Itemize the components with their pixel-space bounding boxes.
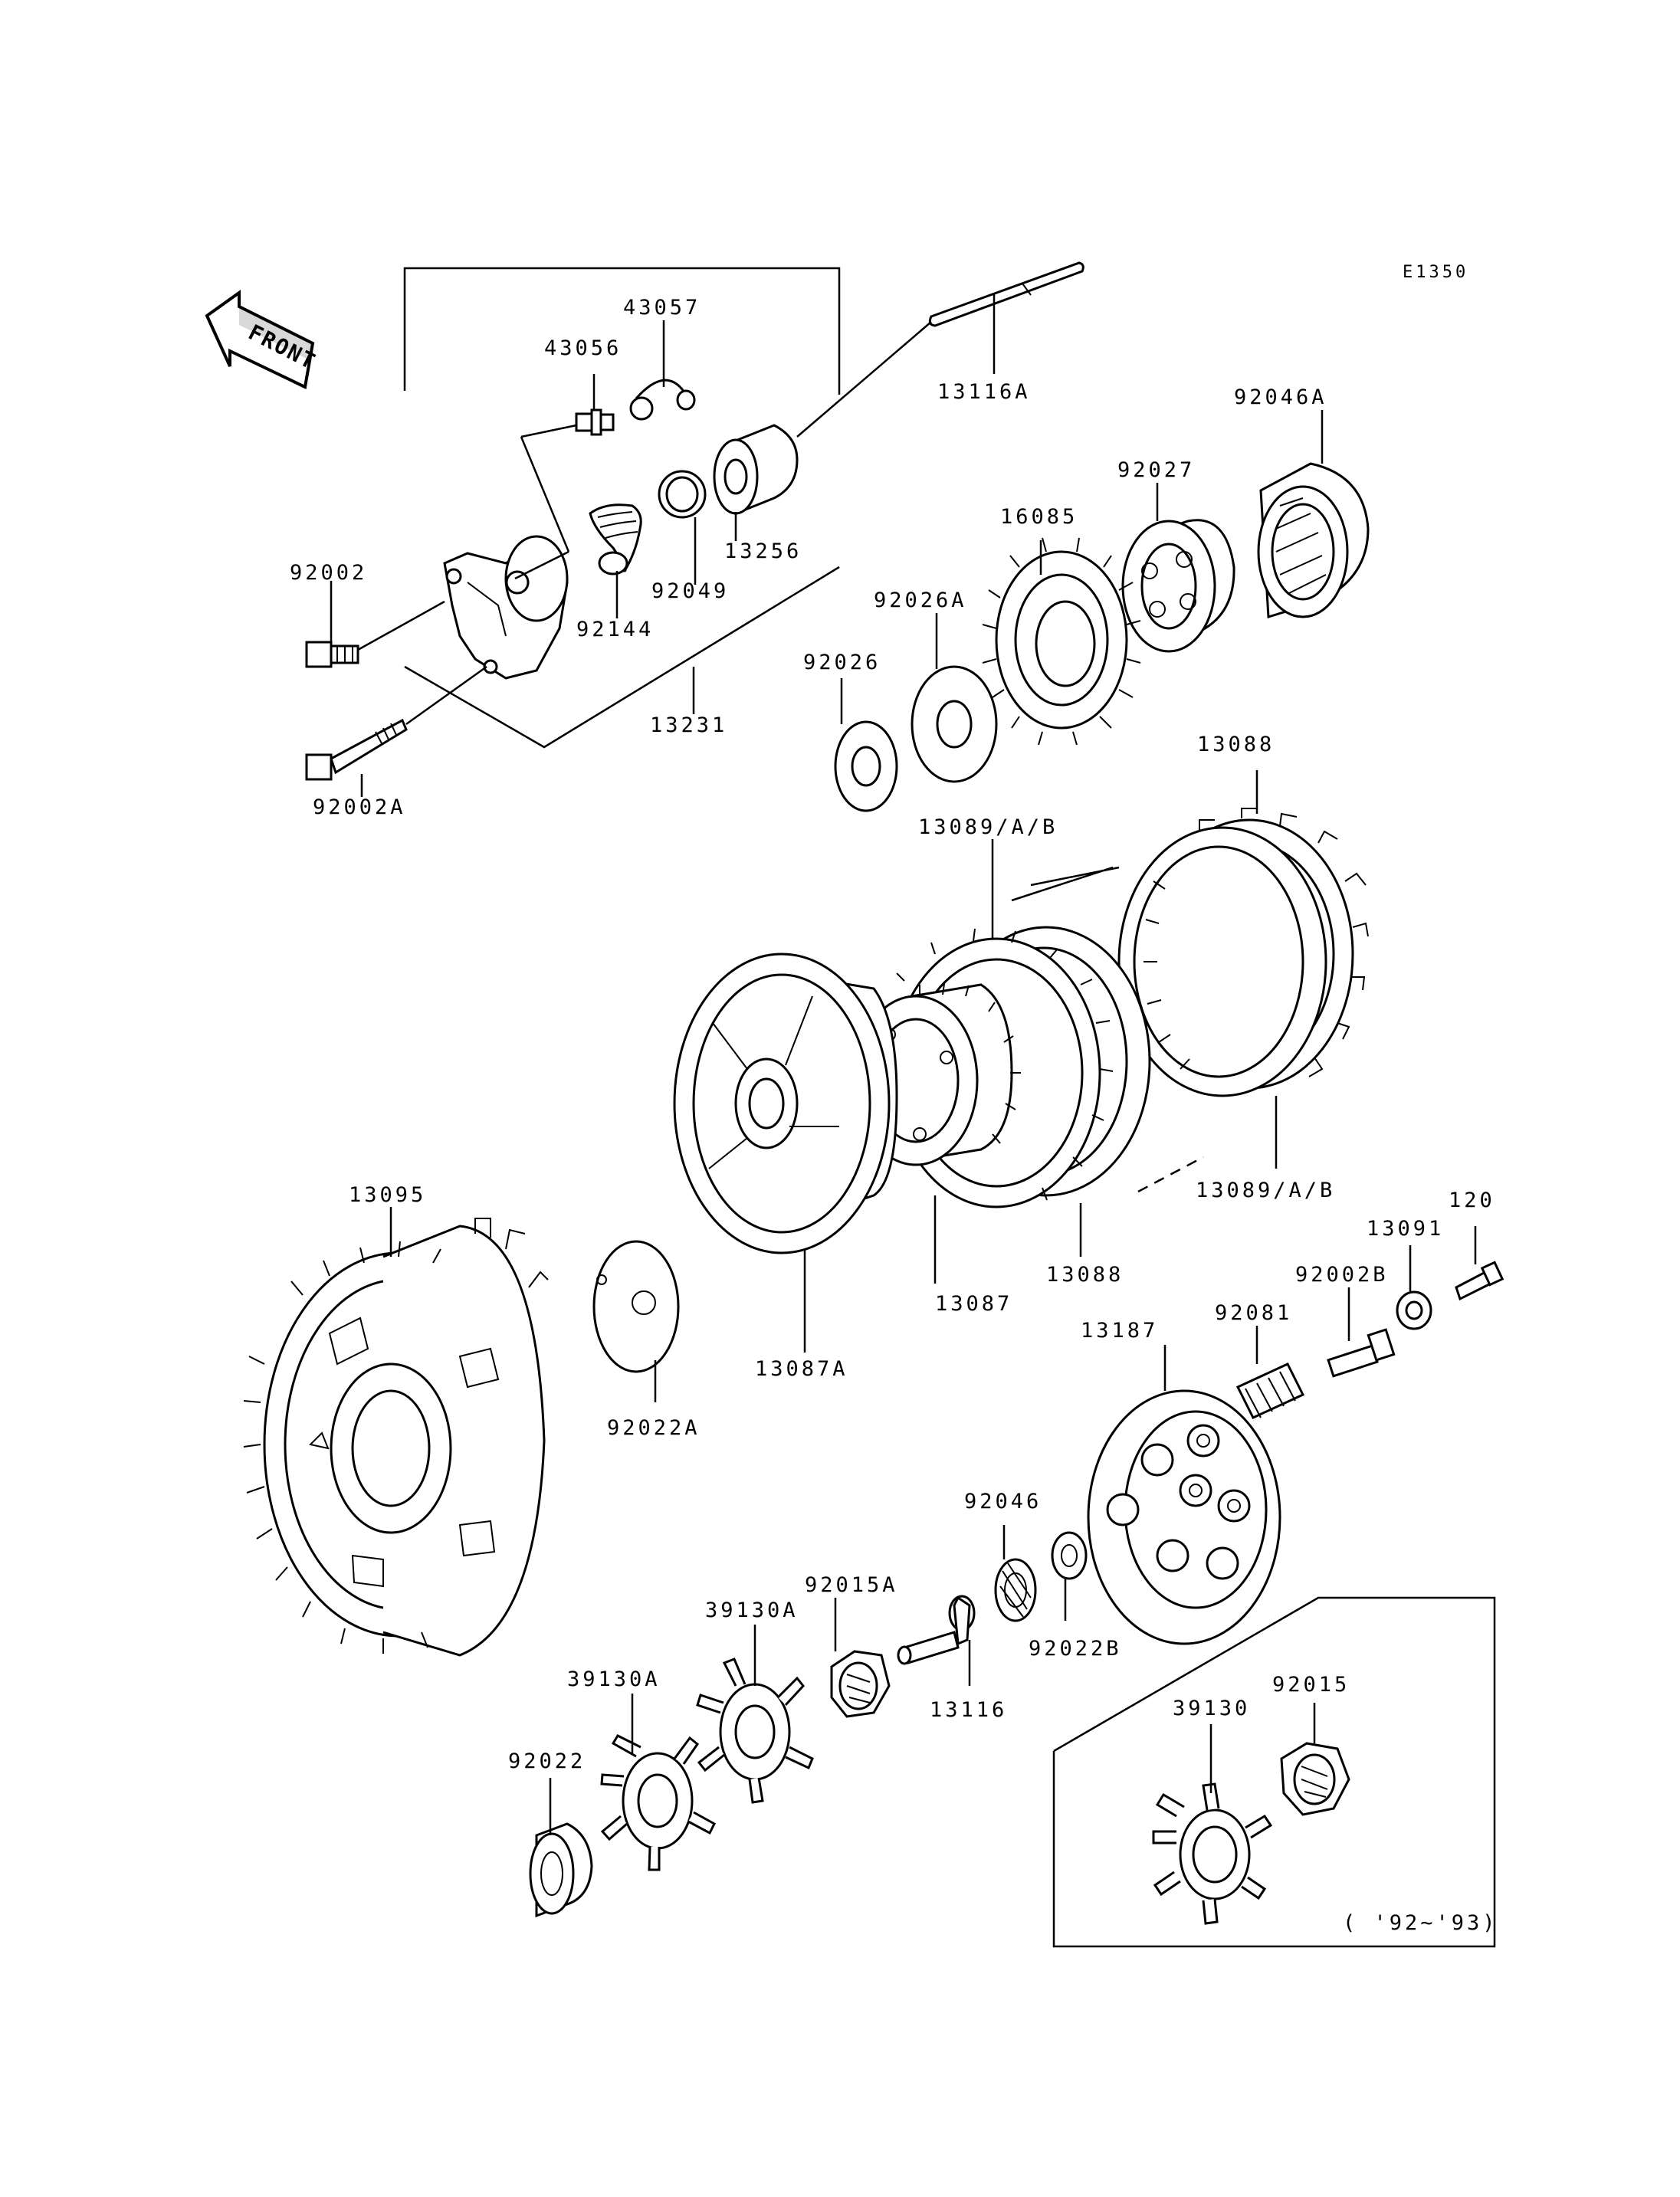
label-92002: 92002: [290, 561, 367, 585]
label-13088-bottom: 13088: [1046, 1263, 1124, 1287]
bleeder-valve: [575, 408, 615, 436]
label-13187: 13187: [1081, 1319, 1158, 1343]
label-13116a: 13116A: [937, 380, 1031, 404]
label-43056: 43056: [544, 336, 622, 360]
lock-washer-variant: [1152, 1782, 1273, 1925]
push-rod: [928, 261, 1084, 327]
label-16085: 16085: [1000, 505, 1078, 529]
label-92022a: 92022A: [607, 1416, 701, 1440]
cylinder-bolt: [305, 641, 359, 668]
oil-pump-gear: [982, 537, 1141, 746]
thrust-washer-large: [911, 665, 998, 783]
dust-boot: [589, 503, 642, 575]
thrust-washer-hub: [592, 1240, 680, 1373]
release-bearing: [994, 1558, 1037, 1622]
clutch-sleeve: [1121, 519, 1235, 653]
label-13095: 13095: [349, 1183, 426, 1207]
label-13231: 13231: [650, 713, 727, 737]
label-92049: 92049: [651, 579, 729, 603]
steel-plate-top: [1117, 826, 1327, 1097]
label-13256: 13256: [724, 539, 802, 563]
label-13116: 13116: [930, 1698, 1007, 1722]
washer-small: [1051, 1531, 1088, 1580]
label-92046: 92046: [964, 1490, 1042, 1513]
label-39130a-2: 39130A: [567, 1667, 661, 1691]
sub-assembly-box: [403, 267, 841, 395]
label-92015: 92015: [1272, 1673, 1350, 1697]
label-92002a: 92002A: [313, 795, 406, 819]
label-92144: 92144: [576, 618, 654, 641]
hub-nut: [1280, 1742, 1350, 1816]
label-39130: 39130: [1173, 1697, 1250, 1720]
diagram-code: E1350: [1403, 263, 1468, 282]
bleeder-cap: [629, 379, 696, 421]
label-92026a: 92026A: [874, 589, 967, 612]
label-92026: 92026: [803, 651, 881, 674]
clutch-release-cylinder: [443, 535, 569, 680]
pressure-plate: [1087, 1389, 1281, 1645]
cylinder-long-bolt: [305, 718, 408, 781]
splined-spacer: [529, 1822, 593, 1918]
bolt-cap: [1396, 1290, 1432, 1330]
label-92015a: 92015A: [805, 1573, 898, 1597]
label-92022: 92022: [508, 1749, 586, 1773]
clutch-housing: [243, 1218, 549, 1657]
label-13087: 13087: [935, 1292, 1012, 1316]
thrust-washer-small: [834, 720, 898, 812]
label-13091: 13091: [1367, 1217, 1444, 1241]
release-piston: [713, 424, 799, 516]
variant-note: ( '92~'93): [1343, 1911, 1498, 1935]
label-39130a-1: 39130A: [705, 1599, 799, 1622]
label-13089-bottom: 13089/A/B: [1196, 1179, 1335, 1202]
label-92046a: 92046A: [1234, 385, 1327, 409]
variant-box: [1052, 1596, 1496, 1948]
needle-bearing: [1257, 462, 1370, 618]
spring-bolt: [1327, 1328, 1396, 1378]
clutch-housing-inner: [673, 953, 898, 1254]
label-43057: 43057: [623, 296, 701, 320]
label-13087a: 13087A: [755, 1357, 848, 1381]
label-92081: 92081: [1215, 1301, 1292, 1325]
label-120: 120: [1449, 1189, 1495, 1212]
lock-washer-a2: [600, 1734, 716, 1871]
label-92022b: 92022B: [1029, 1637, 1122, 1661]
clutch-spring: [1235, 1362, 1305, 1419]
lock-washer-a1: [696, 1658, 814, 1804]
label-92027: 92027: [1117, 458, 1195, 482]
front-arrow-icon: FRONT: [205, 290, 320, 389]
release-shaft: [897, 1595, 976, 1665]
hub-nut-a: [830, 1650, 891, 1718]
pressure-plate-bolt: [1455, 1261, 1504, 1301]
label-13088-top: 13088: [1197, 733, 1275, 756]
label-92002b: 92002B: [1295, 1263, 1389, 1287]
label-13089-top: 13089/A/B: [918, 815, 1058, 839]
piston-seal: [658, 470, 707, 519]
